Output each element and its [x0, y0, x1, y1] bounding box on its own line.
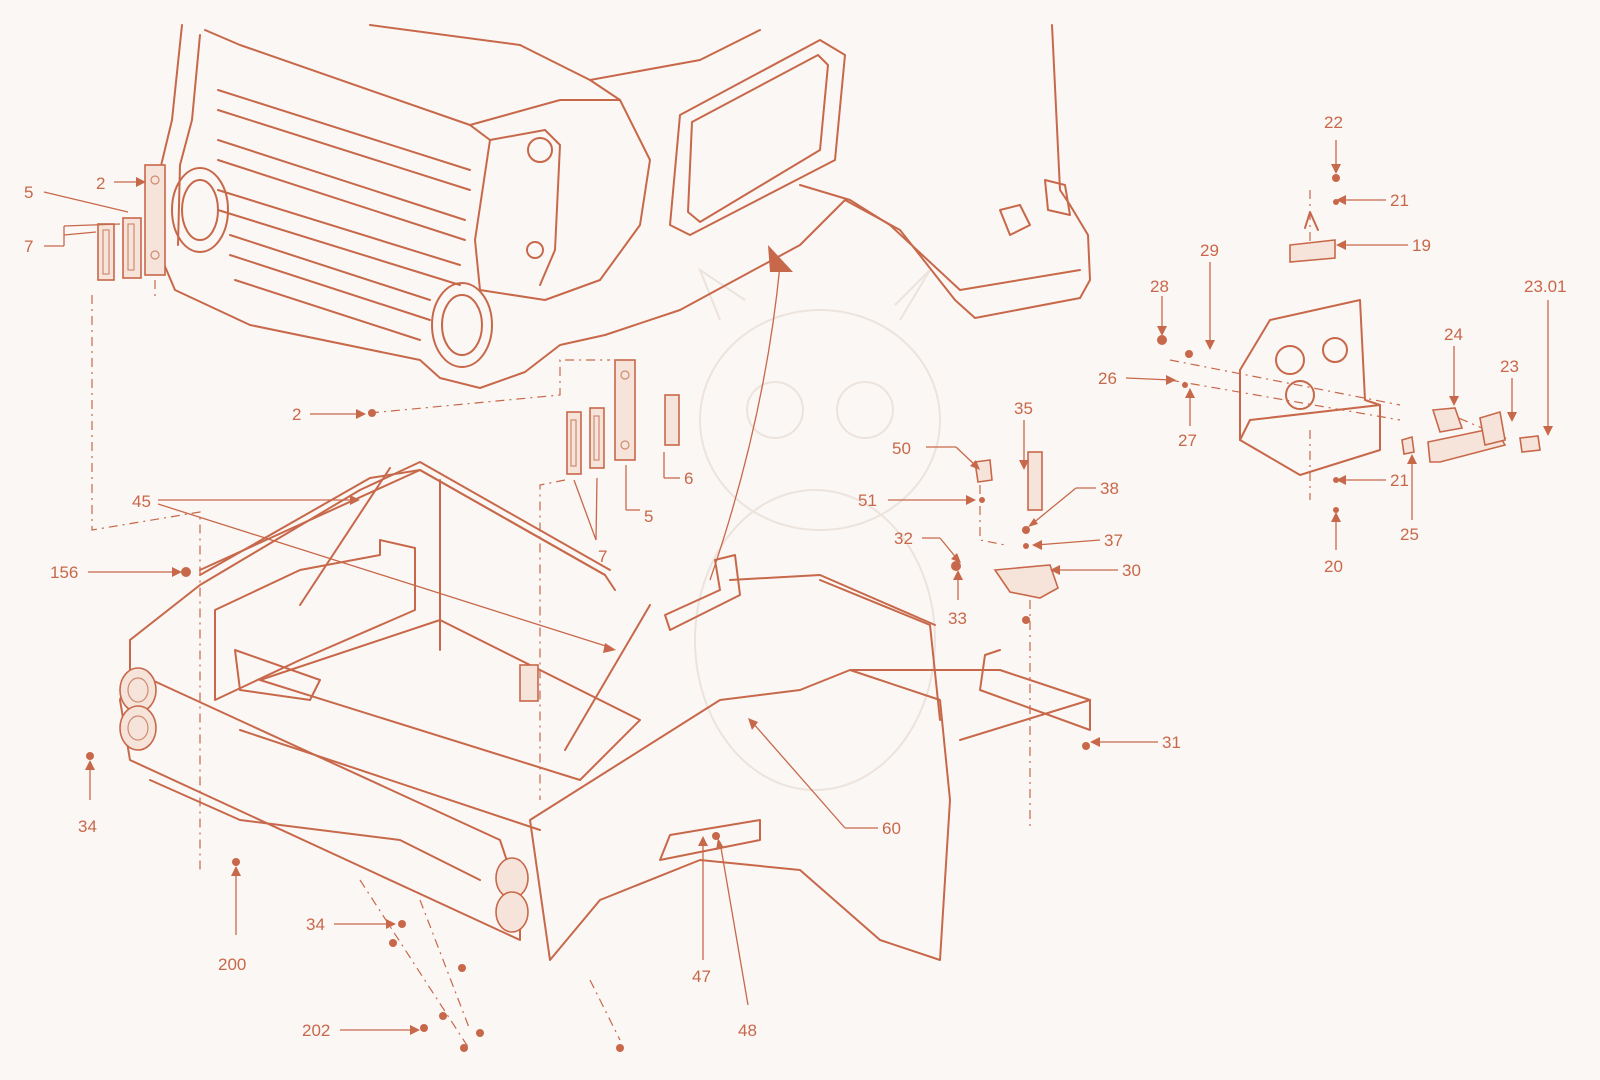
callout-45: 45 — [132, 492, 616, 653]
svg-text:5: 5 — [24, 183, 33, 202]
svg-text:6: 6 — [684, 469, 693, 488]
callout-23: 23 — [1500, 357, 1519, 422]
latch-handle — [1401, 407, 1541, 463]
callout-24: 24 — [1444, 325, 1463, 406]
callout-30: 30 — [1050, 561, 1141, 580]
callout-50: 50 — [892, 439, 980, 470]
callout-5-left: 5 — [24, 183, 129, 213]
svg-text:20: 20 — [1324, 557, 1343, 576]
svg-text:2: 2 — [96, 174, 105, 193]
callout-20: 20 — [1324, 512, 1343, 576]
mid-hinge-bracket — [566, 359, 680, 475]
svg-text:202: 202 — [302, 1021, 330, 1040]
svg-text:29: 29 — [1200, 241, 1219, 260]
callout-19: 19 — [1336, 236, 1431, 255]
svg-text:33: 33 — [948, 609, 967, 628]
watermark-figure — [694, 267, 941, 791]
svg-text:21: 21 — [1390, 191, 1409, 210]
svg-text:51: 51 — [858, 491, 877, 510]
svg-text:7: 7 — [24, 237, 33, 256]
callout-28: 28 — [1150, 277, 1169, 336]
callout-26: 26 — [1098, 369, 1176, 388]
svg-text:22: 22 — [1324, 113, 1343, 132]
fasteners — [86, 174, 1340, 1052]
svg-text:25: 25 — [1400, 525, 1419, 544]
callout-5-mid: 5 — [625, 465, 653, 526]
callout-47: 47 — [692, 836, 711, 986]
callout-22: 22 — [1324, 113, 1343, 174]
svg-text:37: 37 — [1104, 531, 1123, 550]
callout-27: 27 — [1178, 388, 1197, 450]
svg-text:60: 60 — [882, 819, 901, 838]
svg-text:50: 50 — [892, 439, 911, 458]
callout-202: 202 — [302, 1021, 420, 1040]
callout-labels: 2 5 7 2 45 — [24, 113, 1567, 1040]
callout-200: 200 — [218, 866, 246, 974]
svg-text:34: 34 — [306, 915, 325, 934]
callout-25: 25 — [1400, 454, 1419, 544]
callout-21-top: 21 — [1336, 191, 1409, 210]
svg-text:34: 34 — [78, 817, 97, 836]
callout-31: 31 — [1090, 733, 1181, 752]
svg-text:2: 2 — [292, 405, 301, 424]
callout-33: 33 — [948, 570, 967, 628]
svg-text:30: 30 — [1122, 561, 1141, 580]
callout-2-mid: 2 — [292, 405, 366, 424]
svg-text:23: 23 — [1500, 357, 1519, 376]
svg-text:32: 32 — [894, 529, 913, 548]
svg-text:19: 19 — [1412, 236, 1431, 255]
callout-2-top: 2 — [96, 174, 146, 193]
callout-51: 51 — [858, 491, 976, 510]
left-hinge-bracket — [97, 164, 166, 281]
callout-38: 38 — [1028, 479, 1119, 527]
svg-text:35: 35 — [1014, 399, 1033, 418]
svg-text:26: 26 — [1098, 369, 1117, 388]
callout-60: 60 — [748, 718, 901, 838]
svg-text:200: 200 — [218, 955, 246, 974]
svg-text:31: 31 — [1162, 733, 1181, 752]
callout-37: 37 — [1032, 531, 1123, 550]
latch-housing — [1239, 211, 1381, 476]
callout-7-mid: 7 — [573, 477, 607, 566]
callout-6: 6 — [663, 452, 693, 488]
callout-34-bottom: 34 — [306, 915, 396, 934]
svg-text:48: 48 — [738, 1021, 757, 1040]
base-frame — [119, 461, 1091, 961]
assembly-centerlines — [91, 190, 1511, 1051]
callout-29: 29 — [1200, 241, 1219, 350]
svg-text:21: 21 — [1390, 471, 1409, 490]
callout-7-left: 7 — [24, 223, 121, 256]
svg-text:156: 156 — [50, 563, 78, 582]
svg-text:45: 45 — [132, 492, 151, 511]
svg-text:47: 47 — [692, 967, 711, 986]
svg-text:27: 27 — [1178, 431, 1197, 450]
callout-48: 48 — [716, 838, 757, 1040]
assembly-direction-arrow — [709, 245, 793, 581]
svg-text:5: 5 — [644, 507, 653, 526]
callout-34-left: 34 — [78, 760, 97, 836]
callout-32: 32 — [894, 529, 961, 563]
callout-21-bottom: 21 — [1336, 471, 1409, 490]
svg-text:28: 28 — [1150, 277, 1169, 296]
callout-156: 156 — [50, 563, 182, 582]
svg-text:24: 24 — [1444, 325, 1463, 344]
callout-23-01: 23.01 — [1524, 277, 1567, 436]
callout-35: 35 — [1014, 399, 1033, 470]
cab-hood-assembly — [157, 24, 1091, 389]
svg-text:38: 38 — [1100, 479, 1119, 498]
svg-text:7: 7 — [598, 547, 607, 566]
svg-text:23.01: 23.01 — [1524, 277, 1567, 296]
lock-bracket — [974, 451, 1059, 599]
